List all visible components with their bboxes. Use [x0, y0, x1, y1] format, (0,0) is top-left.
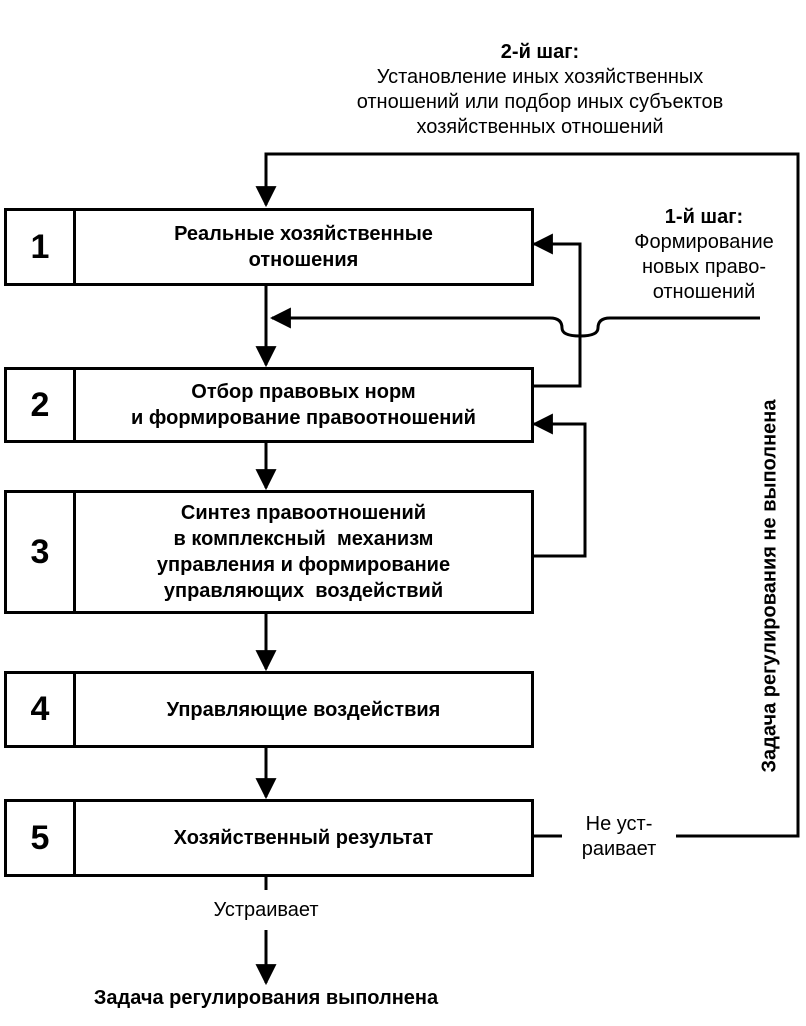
box-1: 1 Реальные хозяйственные отношения — [4, 208, 534, 286]
step1-line — [269, 307, 760, 338]
step1-line-3: отношений — [652, 281, 756, 303]
box-5-number: 5 — [7, 802, 76, 874]
loop-2-to-1 — [531, 233, 582, 388]
box-5-line-1: Хозяйственный результат — [173, 827, 434, 849]
box-4-line-1: Управляющие воздействия — [166, 698, 441, 721]
step1-title: 1-й шаг: — [664, 206, 744, 228]
box-5: 5 Хозяйственный результат — [4, 799, 534, 877]
step1-label: 1-й шаг: Формирование новых право- отнош… — [606, 205, 802, 305]
box-3-text: Синтез правоотношений в комплексный меха… — [76, 493, 531, 611]
box-5-text: Хозяйственный результат — [76, 802, 531, 874]
box-1-number: 1 — [7, 211, 76, 283]
box-3-number: 3 — [7, 493, 76, 611]
box-2: 2 Отбор правовых норм и формирование прав… — [4, 367, 534, 443]
task-not-done-label: Задача регулирования не выполнена — [758, 395, 782, 777]
box-4: 4 Управляющие воздействия — [4, 671, 534, 748]
box-4-number: 4 — [7, 674, 76, 745]
step2-line-2: отношений или подбор иных субъектов — [356, 91, 724, 113]
box-3-line-4: управляющих воздействий — [163, 580, 444, 602]
box-2-line-2: и формирование правоотношений — [131, 407, 476, 429]
feedback-loop-line — [255, 152, 800, 838]
box-1-line-1: Реальные хозяйственные — [174, 223, 433, 245]
step1-line-1: Формирование — [634, 231, 774, 253]
not-ok-line-2: раивает — [581, 838, 657, 860]
ok-label: Устраивает — [213, 899, 319, 921]
step2-line-3: хозяйственных отношений — [416, 116, 664, 138]
step2-line-1: Установление иных хозяйственных — [376, 66, 704, 88]
loop-3-to-2 — [531, 413, 587, 558]
box-2-number: 2 — [7, 370, 76, 440]
box-3-line-3: управления и формирование — [156, 554, 451, 576]
box-2-line-1: Отбор правовых норм — [191, 381, 416, 403]
step1-line-2: новых право- — [642, 256, 766, 278]
not-ok-label: Не уст- раивает — [562, 812, 676, 862]
step2-title: 2-й шаг: — [500, 41, 580, 63]
final-label: Задача регулирования выполнена — [93, 987, 439, 1009]
box-1-text: Реальные хозяйственные отношения — [76, 211, 531, 283]
box-3: 3 Синтез правоотношений в комплексный ме… — [4, 490, 534, 614]
box-1-line-2: отношения — [248, 249, 359, 271]
box-3-line-1: Синтез правоотношений — [180, 502, 427, 524]
box-4-text: Управляющие воздействия — [76, 674, 531, 745]
box-2-text: Отбор правовых норм и формирование правоо… — [76, 370, 531, 440]
step2-label: 2-й шаг: Установление иных хозяйственных… — [290, 40, 790, 140]
box-3-line-2: в комплексный механизм — [173, 528, 434, 550]
not-ok-line-1: Не уст- — [585, 813, 653, 835]
